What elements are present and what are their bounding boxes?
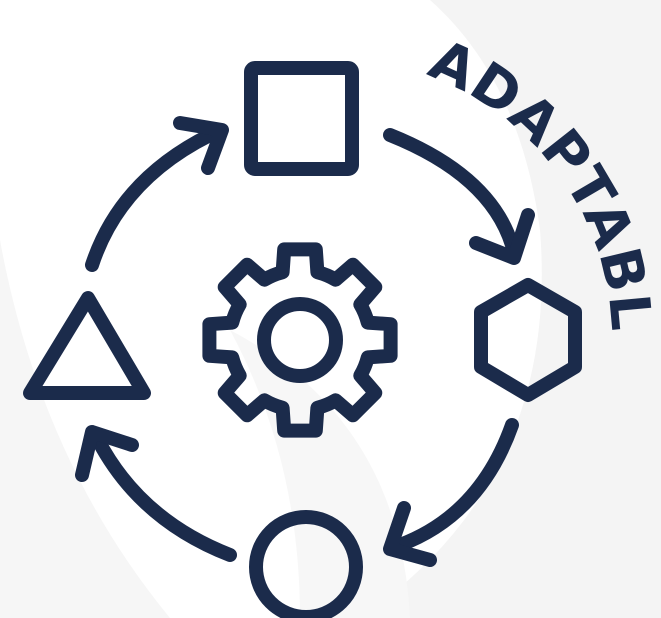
square-icon [244,61,359,176]
hexagon-icon [474,278,582,402]
arrow-top-right [383,128,535,265]
arrow-top-left [85,116,229,272]
arrow-bottom-left [75,425,237,562]
arrow-bottom-right [383,418,519,567]
triangle-icon [23,291,151,400]
circle-icon [249,510,363,618]
gear-icon [202,242,398,438]
